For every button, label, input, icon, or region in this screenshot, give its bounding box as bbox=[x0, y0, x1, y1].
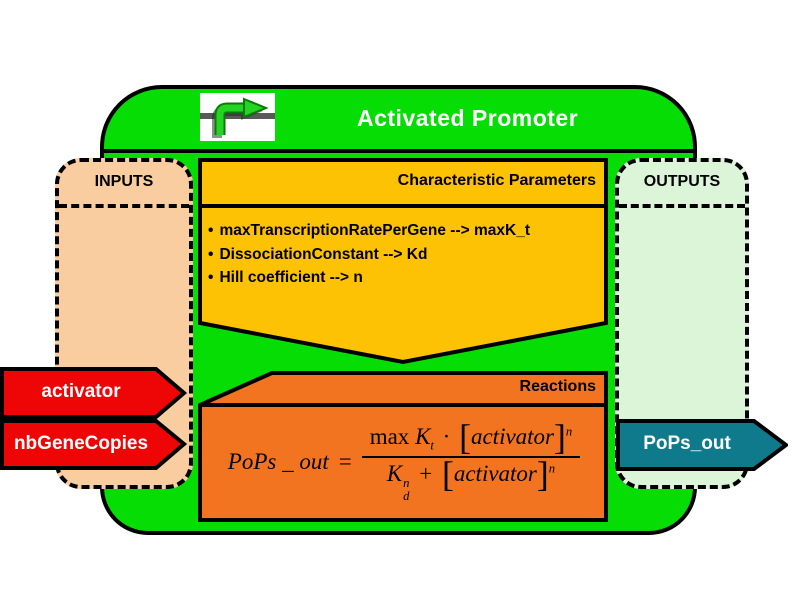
input-port-activator[interactable] bbox=[0, 367, 188, 419]
nbgenecopies-arrow-shape[interactable] bbox=[0, 419, 188, 470]
formula-species: activator bbox=[470, 423, 555, 449]
output-port-popsout[interactable] bbox=[616, 419, 788, 471]
bullet-icon: • bbox=[208, 245, 214, 263]
parameter-text: DissociationConstant --> Kd bbox=[219, 245, 428, 263]
activator-arrow-shape[interactable] bbox=[0, 367, 188, 419]
input-port-nbgenecopies[interactable] bbox=[0, 419, 188, 470]
parameters-box-title: Characteristic Parameters bbox=[397, 172, 596, 189]
reactions-box-title: Reactions bbox=[519, 378, 596, 395]
bullet-icon: • bbox=[208, 269, 214, 286]
parameters-list: • maxTranscriptionRatePerGene --> maxK_t… bbox=[208, 219, 604, 290]
reactions-box-shape bbox=[198, 371, 608, 522]
bullet-icon: • bbox=[208, 222, 214, 239]
parameter-item: • DissociationConstant --> Kd bbox=[208, 243, 604, 267]
bracket-close: ] bbox=[536, 454, 549, 495]
promoter-arrow-icon bbox=[200, 93, 275, 141]
parameter-text: Hill coefficient --> n bbox=[219, 269, 363, 286]
bracket-open: [ bbox=[441, 454, 454, 495]
formula-equals: = bbox=[338, 449, 352, 474]
module-header bbox=[104, 89, 693, 153]
formula-exponent: n bbox=[548, 461, 556, 476]
parameters-box bbox=[198, 158, 608, 365]
formula-max: max bbox=[369, 423, 410, 449]
reactions-box bbox=[198, 371, 608, 522]
inputs-panel-label: INPUTS bbox=[59, 162, 189, 208]
outputs-panel-label: OUTPUTS bbox=[619, 162, 745, 208]
formula-Kd: K bbox=[386, 461, 403, 487]
formula-Kt: K bbox=[415, 423, 431, 449]
activator-port-label: activator bbox=[41, 381, 121, 402]
formula-species: activator bbox=[453, 461, 537, 487]
formula-dot: · bbox=[442, 423, 451, 449]
parameter-item: • maxTranscriptionRatePerGene --> maxK_t bbox=[208, 219, 604, 243]
formula-Kt-sub: t bbox=[430, 438, 434, 453]
bracket-open: [ bbox=[459, 416, 471, 457]
formula-exponent: n bbox=[565, 424, 573, 439]
formula-numerator: max Kt · [activator]n bbox=[361, 419, 581, 459]
formula-plus: + bbox=[419, 461, 433, 487]
parameter-text: maxTranscriptionRatePerGene --> maxK_t bbox=[219, 222, 530, 239]
module-title: Activated Promoter bbox=[357, 105, 579, 131]
popsout-port-label: PoPs_out bbox=[643, 433, 731, 454]
parameter-item: • Hill coefficient --> n bbox=[208, 266, 604, 290]
nbgenecopies-port-label: nbGeneCopies bbox=[13, 432, 149, 454]
formula-lhs: PoPs _ out bbox=[227, 449, 329, 474]
parameters-box-shape bbox=[198, 158, 608, 365]
popsout-arrow-shape[interactable] bbox=[616, 419, 788, 471]
bracket-close: ] bbox=[554, 416, 566, 457]
